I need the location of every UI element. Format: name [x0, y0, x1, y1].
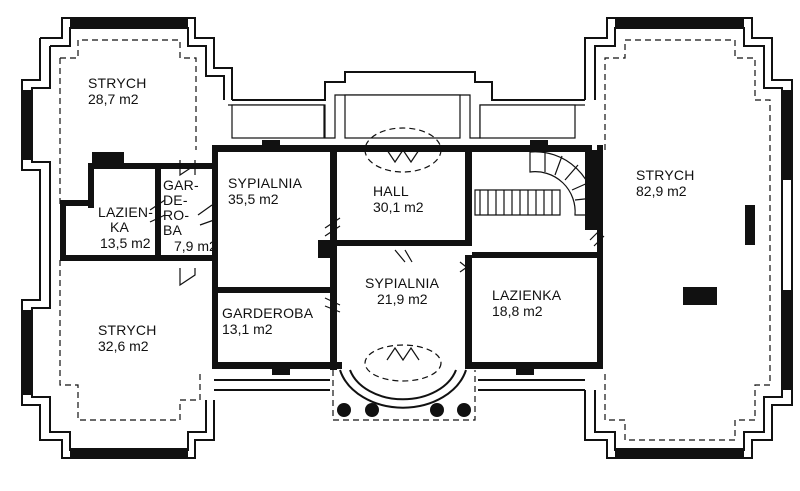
room-name: SYPIALNIA [365, 275, 440, 291]
room-name-line: BA [163, 222, 183, 238]
wall-segment [782, 90, 792, 180]
room-label-strych-sw: STRYCH 32,6 m2 [98, 322, 157, 354]
interior-wall [465, 145, 472, 240]
room-label-lazienka-w: LAZIEN- KA 13,5 m2 [98, 204, 154, 252]
interior-wall [88, 163, 94, 208]
room-name: LAZIENKA [492, 287, 562, 303]
interior-wall [155, 163, 161, 260]
column [457, 403, 471, 417]
room-label-strych-e: STRYCH 82,9 m2 [636, 167, 695, 199]
room-name-line: KA [110, 219, 130, 235]
room-name: STRYCH [88, 75, 147, 91]
balcony-window [344, 94, 461, 139]
staircase [474, 189, 561, 216]
chimney [92, 152, 124, 166]
room-area: 30,1 m2 [373, 199, 424, 215]
window-mark [516, 365, 534, 375]
room-name: GARDEROBA [222, 305, 314, 321]
interior-wall [88, 163, 213, 169]
room-area: 7,9 m2 [174, 238, 217, 254]
room-area: 82,9 m2 [636, 183, 687, 199]
room-name-line: RO- [163, 207, 190, 223]
central-upper-wall [232, 71, 585, 101]
interior-wall [472, 252, 602, 258]
east-wing-inner-wall [594, 27, 783, 451]
column [365, 403, 379, 417]
wall-segment [615, 18, 744, 28]
room-area: 13,5 m2 [100, 235, 151, 251]
room-label-lazienka-e: LAZIENKA 18,8 m2 [492, 287, 561, 319]
interior-wall [318, 240, 332, 258]
wall-segment [22, 90, 32, 160]
balcony-window [479, 104, 576, 139]
room-name: SYPIALNIA [228, 175, 303, 191]
room-label-hall: HALL 30,1 m2 [373, 183, 424, 215]
interior-wall [60, 255, 213, 261]
room-name-line: GAR- [163, 177, 199, 193]
room-area: 32,6 m2 [98, 338, 149, 354]
wall-segment [745, 205, 755, 245]
room-name: STRYCH [98, 322, 157, 338]
balcony-window [231, 104, 325, 139]
window-mark [272, 365, 290, 375]
room-area: 18,8 m2 [492, 303, 543, 319]
wall-segment [615, 448, 744, 458]
room-area: 35,5 m2 [228, 191, 279, 207]
door-swing [149, 148, 605, 362]
stair-wall [585, 150, 597, 230]
room-label-sypialnia-1: SYPIALNIA 35,5 m2 [228, 175, 302, 207]
room-name-line: LAZIEN- [98, 204, 154, 220]
room-label-strych-nw: STRYCH 28,7 m2 [88, 75, 147, 107]
interior-wall [465, 255, 472, 368]
west-attic-dash [59, 39, 201, 421]
central-lower-wall [214, 379, 585, 391]
wall-segment [70, 18, 188, 28]
column [337, 403, 351, 417]
interior-wall [212, 200, 218, 290]
east-attic-dash [604, 39, 771, 441]
sypialnia-dashed-ellipse [364, 344, 442, 382]
room-name: HALL [373, 183, 409, 199]
room-label-garderoba-s: GARDEROBA 13,1 m2 [222, 305, 313, 337]
wall-segment [782, 290, 792, 390]
interior-wall [330, 240, 472, 246]
south-terrace [332, 370, 476, 421]
room-area: 21,9 m2 [377, 291, 428, 307]
hall-dashed-ellipse [364, 127, 442, 173]
interior-wall [212, 287, 332, 293]
room-area: 13,1 m2 [222, 321, 273, 337]
room-name: STRYCH [636, 167, 695, 183]
room-area: 28,7 m2 [88, 91, 139, 107]
chimney [683, 287, 717, 305]
room-label-garderoba-w: GAR- DE- RO- BA 7,9 m2 [163, 177, 217, 255]
south-bay [339, 369, 467, 409]
interior-wall [330, 145, 337, 370]
window-mark [262, 140, 280, 148]
wall-segment [70, 448, 188, 458]
east-wing-outer-wall [584, 17, 793, 459]
wall-segment [22, 310, 32, 395]
interior-wall [60, 200, 92, 206]
window-mark [530, 140, 548, 148]
interior-wall [212, 145, 592, 152]
room-name-line: DE- [163, 192, 188, 208]
column [430, 403, 444, 417]
interior-wall [60, 200, 66, 260]
room-label-sypialnia-2: SYPIALNIA 21,9 m2 [365, 275, 439, 307]
